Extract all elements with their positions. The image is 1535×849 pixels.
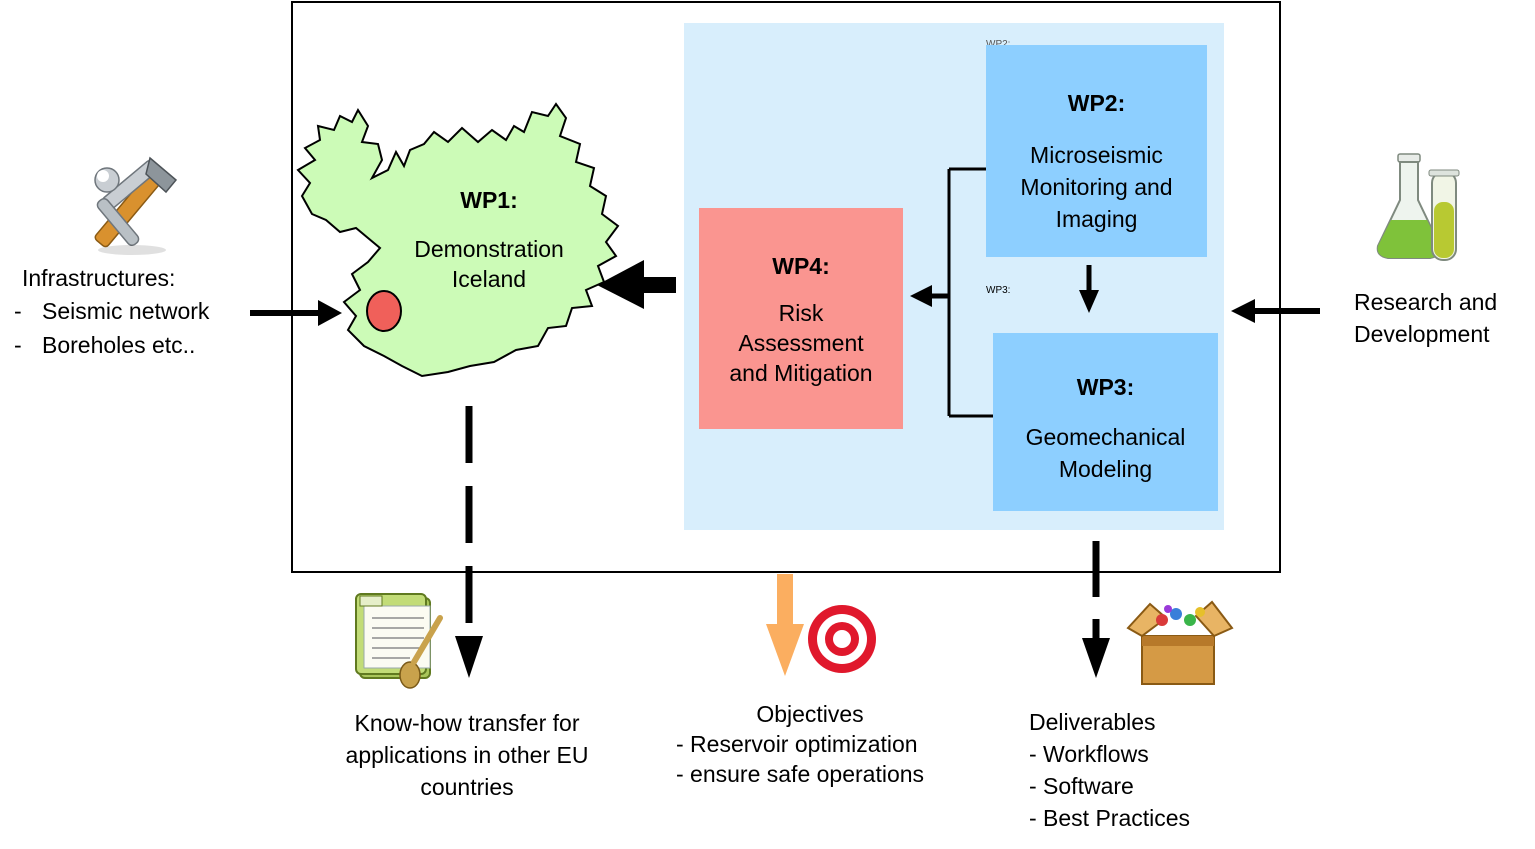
wp2-title: WP2: bbox=[1067, 90, 1126, 116]
infrastructure-item: Seismic network bbox=[42, 298, 210, 324]
knowhow-line: countries bbox=[420, 774, 514, 800]
dashed-arrow-deliverables bbox=[1082, 541, 1110, 678]
box-icon bbox=[1126, 600, 1234, 685]
wp4-title: WP4: bbox=[772, 253, 830, 279]
wp3-tag: WP3: bbox=[986, 285, 1011, 296]
deliverable-item: - Best Practices bbox=[1029, 805, 1191, 831]
wp4-box: WP4: Risk Assessment and Mitigation bbox=[699, 208, 903, 429]
objective-item: - Reservoir optimization bbox=[676, 731, 918, 757]
tools-icon bbox=[94, 156, 178, 255]
deliverable-item: - Workflows bbox=[1029, 741, 1149, 767]
wp1-line2: Iceland bbox=[451, 266, 527, 292]
objective-item: - ensure safe operations bbox=[676, 761, 925, 787]
wp1-label: WP1: Demonstration Iceland bbox=[408, 184, 570, 294]
dashed-arrow-knowhow bbox=[455, 406, 483, 678]
research-block: Research and Development bbox=[1354, 286, 1497, 350]
deliverables-title: Deliverables bbox=[1029, 709, 1156, 735]
flask-icon bbox=[1376, 153, 1460, 261]
recipe-icon bbox=[355, 593, 443, 689]
wp1-line1: Demonstration bbox=[414, 236, 564, 262]
wp2-line1: Microseismic bbox=[1030, 142, 1163, 168]
bullet-dash: - bbox=[14, 332, 22, 358]
wp3-title: WP3: bbox=[1076, 374, 1135, 400]
knowhow-line: applications in other EU bbox=[345, 742, 589, 768]
project-frame bbox=[291, 1, 1281, 573]
wp3-line1: Geomechanical bbox=[1025, 424, 1186, 450]
objectives-block: Objectives - Reservoir optimization - en… bbox=[660, 699, 960, 789]
wp4-line2: Assessment bbox=[738, 330, 864, 356]
wp2-line3: Imaging bbox=[1055, 206, 1138, 232]
arrow-research-to-panel bbox=[1231, 299, 1320, 323]
arrow-wp2-to-wp3 bbox=[1079, 265, 1099, 313]
infrastructure-item: Boreholes etc.. bbox=[42, 332, 196, 358]
arrow-infra-to-iceland bbox=[250, 300, 342, 326]
wp4-line1: Risk bbox=[778, 300, 824, 326]
wp2-line2: Monitoring and bbox=[1020, 174, 1173, 200]
arrow-to-wp4 bbox=[910, 285, 949, 307]
wp3-box: WP3: Geomechanical Modeling bbox=[993, 333, 1218, 511]
deliverable-item: - Software bbox=[1029, 773, 1134, 799]
wp2-box: WP2: Microseismic Monitoring and Imaging bbox=[986, 45, 1207, 257]
arrow-objectives bbox=[766, 574, 804, 676]
infrastructures-title: Infrastructures: bbox=[22, 265, 176, 291]
objectives-title: Objectives bbox=[756, 701, 864, 727]
bullet-dash: - bbox=[14, 298, 22, 324]
infrastructures-block: Infrastructures: - Seismic network - Bor… bbox=[14, 262, 210, 362]
bracket-wp2-wp3 bbox=[947, 167, 993, 418]
wp4-line3: and Mitigation bbox=[729, 360, 873, 386]
wp1-title: WP1: bbox=[460, 187, 518, 213]
arrow-wp4-to-iceland bbox=[597, 260, 676, 309]
deliverables-block: Deliverables - Workflows - Software - Be… bbox=[1029, 706, 1190, 834]
wp3-line2: Modeling bbox=[1058, 456, 1153, 482]
knowhow-block: Know-how transfer for applications in ot… bbox=[318, 707, 616, 803]
research-line2: Development bbox=[1354, 321, 1490, 347]
wp2-tag: WP2: bbox=[986, 39, 1011, 45]
research-line1: Research and bbox=[1354, 289, 1498, 315]
site-marker bbox=[366, 290, 402, 332]
target-icon bbox=[808, 605, 876, 673]
knowhow-line: Know-how transfer for bbox=[354, 710, 580, 736]
